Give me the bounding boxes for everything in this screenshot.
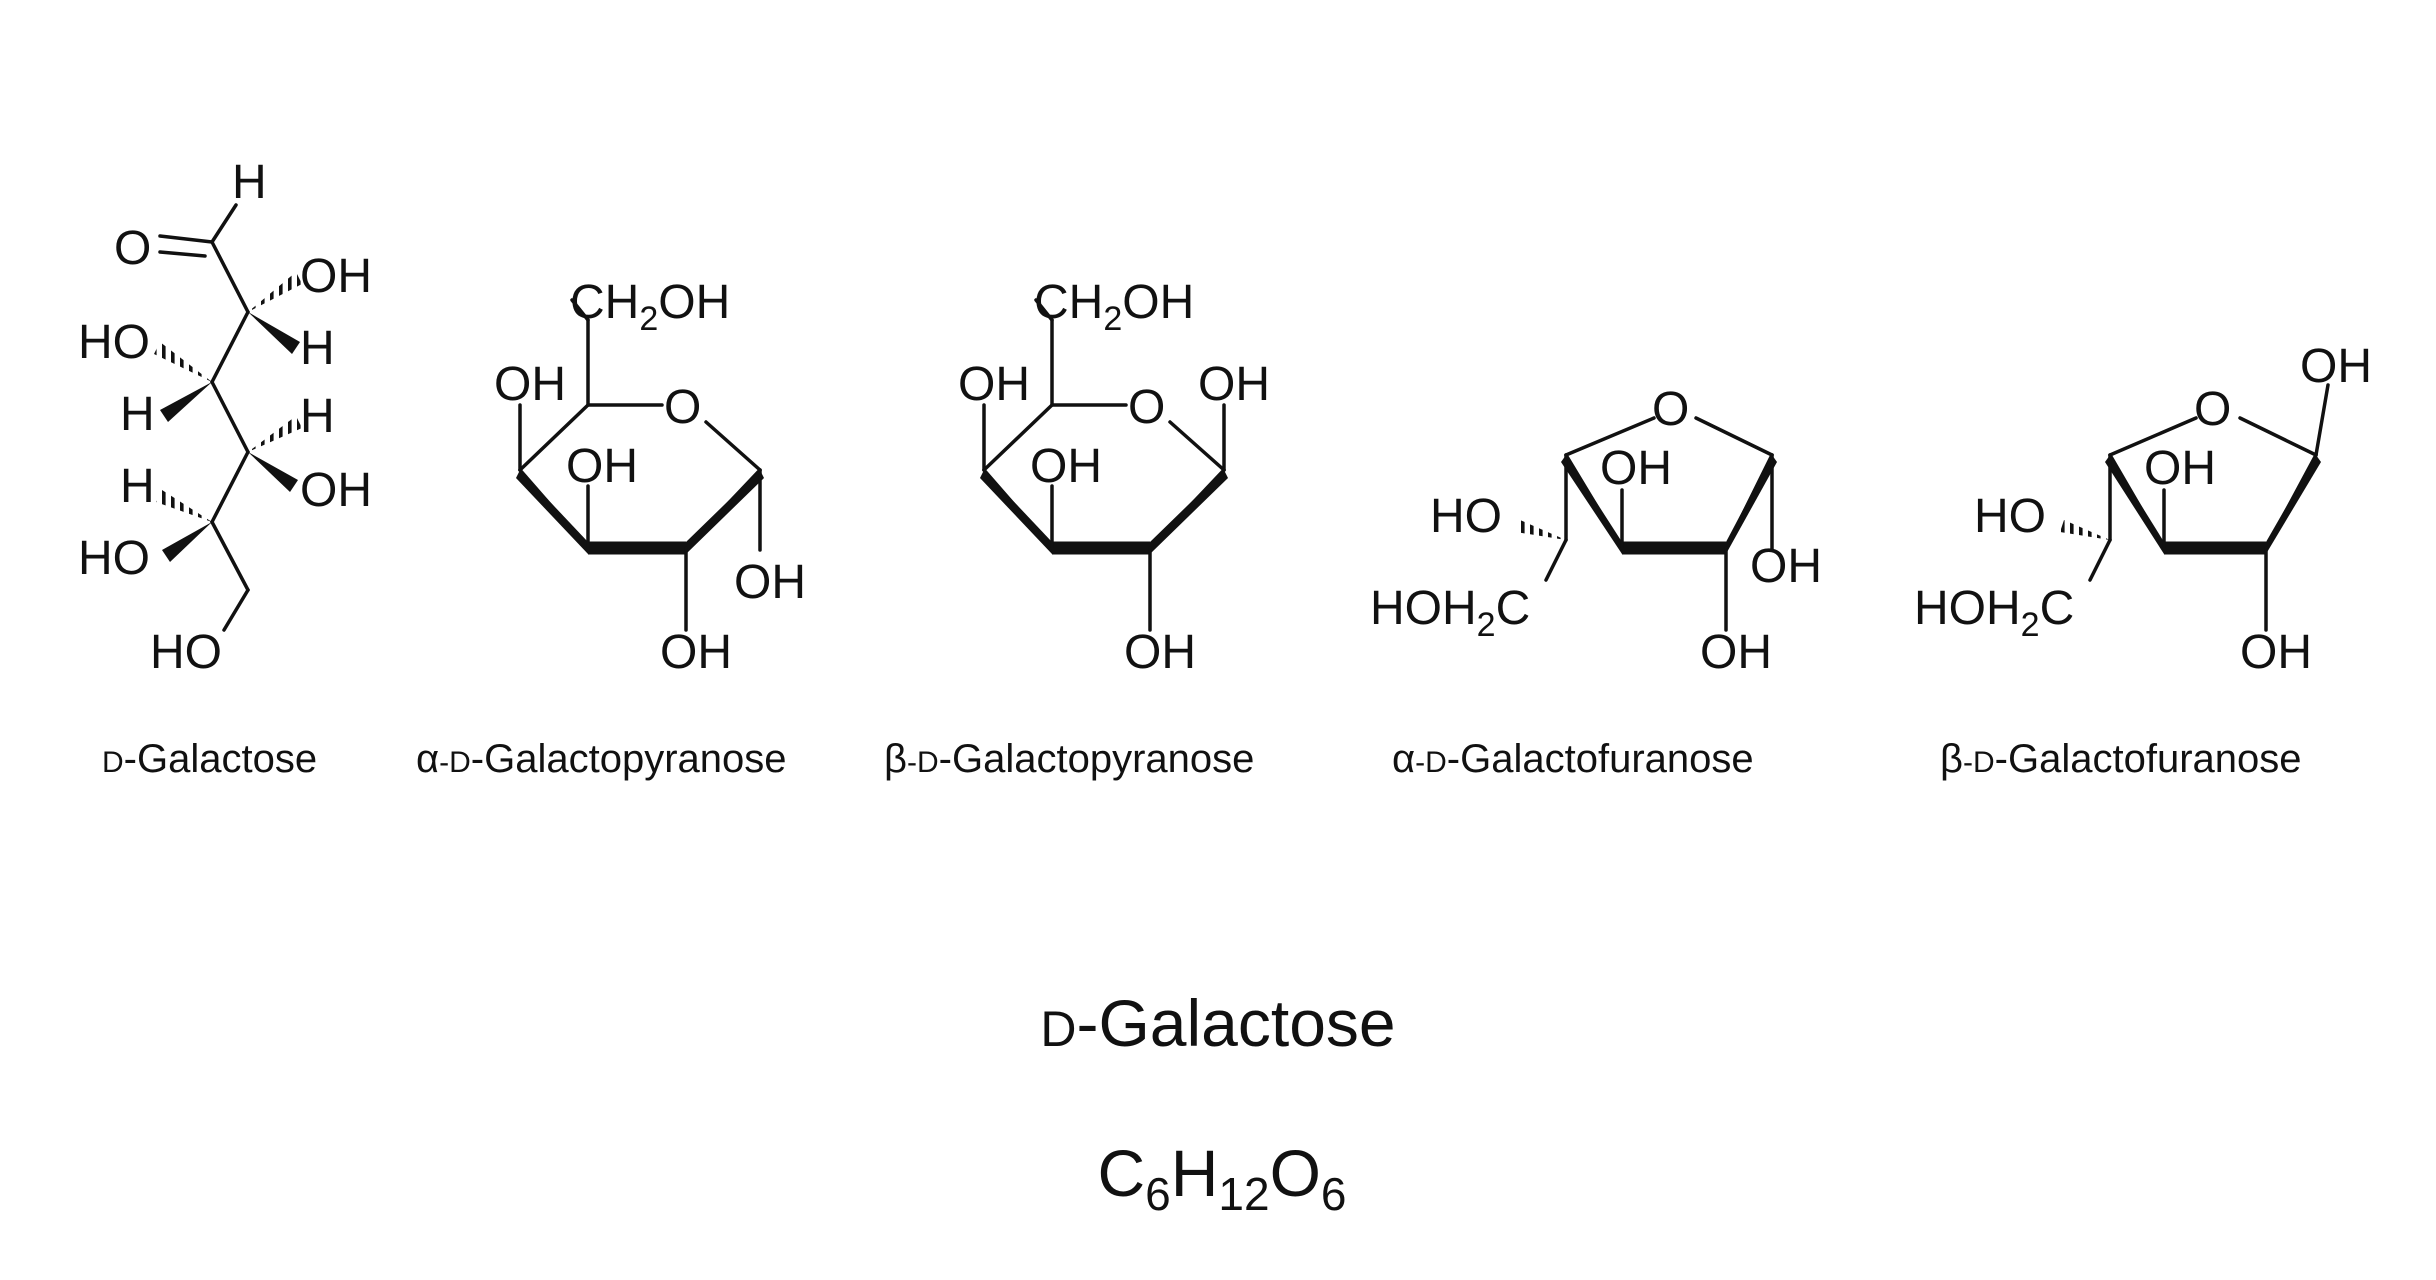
atom-label: HO <box>78 532 150 585</box>
atom-label: H <box>300 390 335 443</box>
atom-label: HO <box>1430 490 1502 543</box>
beta-furanose-structure: O OH OH HO HOH2C OH β-D-Galactofuranose <box>1914 340 2372 781</box>
atom-label: HOH2C <box>1370 582 1530 644</box>
atom-label: HO <box>150 626 222 679</box>
atom-label: OH <box>734 556 806 609</box>
atom-label: OH <box>566 440 638 493</box>
caption-alpha-furanose: α-D-Galactofuranose <box>1392 737 1754 781</box>
atom-label: OH <box>494 358 566 411</box>
caption-beta-pyranose: β-D-Galactopyranose <box>884 737 1254 781</box>
atom-label: OH <box>300 464 372 517</box>
atom-label: OH <box>1600 442 1672 495</box>
alpha-furanose-structure: O OH HO HOH2C OH OH α-D-Galactofuranose <box>1370 383 1822 781</box>
alpha-pyranose-structure: CH2OH OH O OH OH OH α-D-Galactopyranose <box>416 276 806 781</box>
molecule-name: D-Galactose <box>1040 986 1395 1060</box>
atom-label: HO <box>1974 490 2046 543</box>
atom-label: CH2OH <box>1034 276 1194 338</box>
atom-label: OH <box>2240 626 2312 679</box>
atom-label: HOH2C <box>1914 582 2074 644</box>
atom-label: OH <box>2144 442 2216 495</box>
atom-label: OH <box>300 250 372 303</box>
molecular-formula: C6H12O6 <box>1097 1136 1346 1220</box>
atom-label: HO <box>78 316 150 369</box>
atom-label: H <box>120 460 155 513</box>
atom-label: O <box>114 222 151 275</box>
atom-label: OH <box>660 626 732 679</box>
atom-label: OH <box>1700 626 1772 679</box>
caption-alpha-pyranose: α-D-Galactopyranose <box>416 737 787 781</box>
atom-label: O <box>664 381 701 434</box>
atom-label: H <box>232 156 267 209</box>
caption-open-chain: D-Galactose <box>102 737 317 781</box>
atom-label: OH <box>1124 626 1196 679</box>
open-chain-structure: H O OH H HO H H OH H HO HO D-Galactose <box>78 156 372 781</box>
atom-label: O <box>2194 383 2231 436</box>
atom-label: O <box>1128 381 1165 434</box>
atom-label: H <box>300 322 335 375</box>
atom-label: OH <box>2300 340 2372 393</box>
atom-label: OH <box>1750 540 1822 593</box>
atom-label: O <box>1652 383 1689 436</box>
atom-label: H <box>120 388 155 441</box>
atom-label: CH2OH <box>570 276 730 338</box>
atom-label: OH <box>958 358 1030 411</box>
atom-label: OH <box>1198 358 1270 411</box>
caption-beta-furanose: β-D-Galactofuranose <box>1940 737 2302 781</box>
beta-pyranose-structure: CH2OH OH O OH OH OH β-D-Galactopyranose <box>884 276 1270 781</box>
atom-label: OH <box>1030 440 1102 493</box>
